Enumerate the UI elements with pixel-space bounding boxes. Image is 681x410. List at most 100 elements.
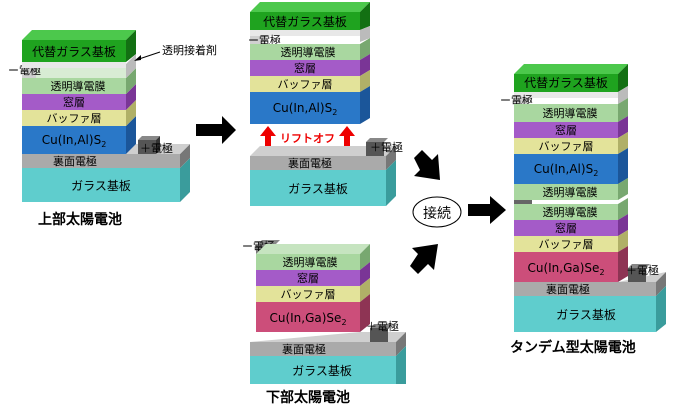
layer-label: Cu(In,Al)S2: [534, 162, 599, 178]
connect-bubble: [412, 196, 462, 228]
minus-electrode-cap: [22, 68, 136, 78]
layer-label: 代替ガラス基板: [32, 45, 116, 59]
subscript: 2: [593, 169, 598, 178]
layer-substitute-glass: 代替ガラス基板: [514, 64, 628, 92]
plus-electrode-label: ＋電極: [626, 263, 659, 277]
tandem-cell-stack: 代替ガラス基板 ー電極 透明導電膜 窓層 バッファ層 Cu(In,Al)S2: [500, 64, 666, 332]
layer-cu-in-ga: Cu(In,Ga)Se2: [256, 294, 370, 332]
arrow-right-1: [196, 116, 236, 144]
layer-buffer: バッファ層: [22, 100, 136, 126]
layer-label: 裏面電極: [288, 156, 332, 170]
layer-glass-substrate: ガラス基板: [250, 346, 406, 384]
layer-label-main: Cu(In,Al)S: [42, 133, 101, 147]
layer-label: 裏面電極: [282, 342, 326, 356]
liftoff-lower-stack: 裏面電極 ＋電極 ガラス基板: [250, 138, 403, 206]
layer-label: ガラス基板: [71, 179, 131, 193]
layer-label: 透明導電膜: [543, 106, 598, 120]
layer-label: Cu(In,Ga)Se2: [269, 311, 346, 327]
plus-electrode-cap: [370, 324, 392, 342]
layer-tco: 透明導電膜: [22, 68, 136, 94]
plus-electrode-label: ＋電極: [366, 319, 399, 333]
layer-label: バッファ層: [539, 238, 594, 251]
layer-buffer: バッファ層: [256, 278, 370, 302]
layer-buffer: バッファ層: [514, 132, 628, 154]
layer-tco: 透明導電膜: [514, 98, 628, 122]
layer-tco: 透明導電膜: [256, 244, 370, 270]
top-cell-caption: 上部太陽電池: [38, 211, 122, 228]
minus-electrode-cap: [514, 98, 528, 104]
liftoff-label: リフトオフ: [280, 132, 335, 145]
layer-back-electrode: 裏面電極: [250, 332, 406, 356]
subscript: 2: [101, 140, 106, 149]
layer-label: 透明導電膜: [283, 255, 338, 269]
layer-tco: 透明導電膜: [514, 178, 628, 200]
bottom-cell-stack: ー電極 透明導電膜 窓層 バッファ層 Cu(In,Ga)Se2 裏面電極: [242, 239, 406, 384]
layer-label: 透明導電膜: [51, 79, 106, 93]
arrow-down-right: [414, 150, 440, 180]
minus-electrode-label: ー電極: [248, 33, 281, 47]
subscript: 2: [332, 108, 337, 117]
layer-label: バッファ層: [539, 140, 594, 153]
layer-window: 窓層: [256, 262, 370, 286]
layer-label: Cu(In,Al)S2: [42, 133, 107, 149]
plus-electrode-cap: [628, 264, 650, 282]
layer-back-electrode: 裏面電極: [514, 272, 666, 296]
liftoff-upper-stack: 代替ガラス基板 ー電極 透明導電膜 窓層 バッファ層 Cu(In,Al: [248, 2, 370, 124]
layer-label-main: Cu(In,Ga)Se: [527, 261, 599, 275]
minus-electrode-label: ー電極: [500, 93, 533, 107]
tandem-cell-caption: タンデム型太陽電池: [510, 339, 636, 356]
plus-electrode-cap: [366, 138, 388, 156]
layer-window: 窓層: [514, 214, 628, 236]
subscript: 2: [599, 268, 604, 277]
liftoff-arrow-right: [339, 126, 355, 146]
layer-tco: 透明導電膜: [250, 38, 370, 60]
layer-back-electrode: 裏面電極: [250, 146, 396, 170]
layer-label: バッファ層: [47, 112, 102, 125]
layer-label: Cu(In,Al)S2: [273, 101, 338, 117]
plus-electrode-label: ＋電極: [370, 140, 403, 154]
layer-label: 窓層: [63, 95, 85, 109]
plus-electrode-label: ＋電極: [140, 141, 173, 155]
layer-glass-substrate: ガラス基板: [514, 286, 666, 332]
layer-label: 透明導電膜: [281, 45, 336, 59]
layer-tco: 透明導電膜: [514, 198, 628, 220]
layer-adhesive: [22, 54, 136, 78]
layer-cu-in-al: Cu(In,Al)S2: [22, 116, 136, 154]
adhesive-pointer-head: [134, 55, 141, 61]
layer-window: 窓層: [514, 116, 628, 138]
adhesive-label: 透明接着剤: [162, 43, 217, 57]
layer-label-main: Cu(In,Al)S: [273, 101, 332, 115]
minus-electrode-cap: [250, 36, 266, 44]
layer-window: 窓層: [22, 84, 136, 110]
layer-substitute-glass: 代替ガラス基板: [22, 30, 136, 62]
layer-label: 透明導電膜: [543, 205, 598, 219]
layer-label-main: Cu(In,Ga)Se: [269, 311, 341, 325]
liftoff-arrow-left: [260, 126, 276, 146]
layer-label: バッファ層: [278, 78, 333, 91]
layer-label: Cu(In,Ga)Se2: [527, 261, 604, 277]
layer-label: 窓層: [555, 123, 577, 137]
bottom-cell-caption: 下部太陽電池: [266, 389, 350, 406]
top-cell-stack: ガラス基板 裏面電極 ＋電極 Cu(In,Al)S2 バッファ層 窓層: [8, 30, 217, 202]
layer-label: ガラス基板: [292, 364, 352, 378]
subscript: 2: [341, 318, 346, 327]
layer-cu-in-al: Cu(In,Al)S2: [514, 148, 628, 184]
layer-cu-in-ga: Cu(In,Ga)Se2: [514, 246, 628, 282]
layer-cu-in-al: Cu(In,Al)S2: [250, 86, 370, 124]
plus-electrode-cap: [138, 136, 160, 154]
layer-label: 窓層: [297, 271, 319, 285]
layer-label: 透明導電膜: [543, 185, 598, 199]
layer-label: ガラス基板: [288, 182, 348, 196]
layer-label-main: Cu(In,Al)S: [534, 162, 593, 176]
arrow-right-2: [468, 196, 506, 224]
arrow-up-right: [410, 244, 438, 274]
junction-electrode: [514, 200, 532, 206]
connect-label: 接続: [423, 205, 451, 222]
layer-label: 代替ガラス基板: [524, 76, 608, 90]
layer-glass-substrate: ガラス基板: [250, 160, 396, 206]
layer-window: 窓層: [250, 54, 370, 76]
layer-label: バッファ層: [281, 288, 336, 301]
layer-substitute-glass: 代替ガラス基板: [250, 2, 370, 30]
layer-buffer: バッファ層: [514, 230, 628, 252]
